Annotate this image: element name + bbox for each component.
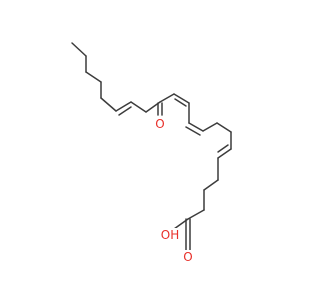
label-mask [161, 228, 179, 242]
bond [174, 98, 187, 107]
double-bond-2 [159, 93, 190, 107]
bond [217, 148, 232, 159]
bond [217, 144, 229, 153]
bond [85, 71, 102, 83]
bond [100, 97, 117, 112]
bond [71, 42, 87, 57]
bond [187, 209, 205, 220]
alkyl-tail-bonds [71, 42, 117, 112]
molecule-canvas: O OH O [71, 42, 232, 264]
carboxylic-acid-group [173, 218, 191, 251]
bond [188, 122, 204, 132]
bond [202, 122, 218, 132]
atom-labels: O OH O [153, 117, 195, 264]
hydroxyl-label: OH [161, 228, 179, 242]
bond [216, 122, 232, 133]
bond [159, 93, 175, 103]
label-mask [181, 250, 195, 264]
double-bond-4 [216, 122, 232, 159]
bond [130, 101, 147, 113]
label-mask [153, 117, 167, 131]
bond [173, 93, 190, 104]
ketone-group [157, 102, 163, 116]
carbonyl-oxygen-label: O [183, 250, 192, 264]
methylene-bonds [130, 101, 161, 113]
ketone-oxygen-label: O [155, 117, 164, 131]
bond [115, 101, 132, 112]
bond [203, 179, 219, 191]
skeletal-formula: O OH O [71, 42, 232, 264]
bond [118, 106, 132, 116]
bond [185, 126, 201, 136]
double-bond-3 [185, 102, 218, 136]
propyl-linker-bonds [187, 157, 219, 220]
double-bond-1 [115, 101, 132, 116]
